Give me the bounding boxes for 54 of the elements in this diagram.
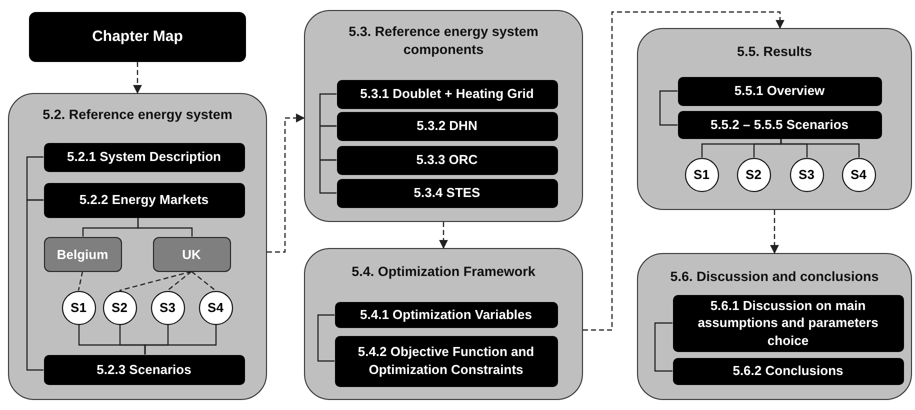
connector-line [319,159,336,194]
connector-line [319,125,336,161]
section-box: 5.4.2 Objective Function and Optimization Constraints [334,336,558,386]
scenario-circle: S1 [62,290,96,324]
section-box: 5.3.4 STES [336,178,558,208]
section-box: 5.3.1 Doublet + Heating Grid [336,80,558,108]
panel-heading: 5.2. Reference energy system [42,106,234,124]
section-box: 5.3.3 ORC [336,146,558,174]
connector-line [144,324,217,354]
section-box: 5.2.2 Energy Markets [44,182,244,218]
chapter-panel [8,93,267,400]
section-box: 5.5.1 Overview [678,76,882,106]
chapter-panel [304,248,583,400]
scenario-circle: S2 [102,290,136,324]
market-box: UK [152,236,230,272]
arrow [133,62,142,94]
section-box: 5.4.1 Optimization Variables [334,302,558,328]
connector-line [654,322,672,372]
connector-line [780,138,860,158]
connector-line [317,314,334,362]
chapter-panel [304,10,583,222]
panel-heading: 5.3. Reference energy system components [348,23,540,60]
connector-line [26,156,44,201]
connector-line [191,271,216,291]
scenario-circle: S3 [150,290,184,324]
market-box: Belgium [44,236,122,272]
scenario-circle: S2 [736,158,770,192]
connector-line [659,90,678,126]
arrow [583,11,784,331]
panel-heading: 5.4. Optimization Framework [350,263,536,281]
section-box: 5.2.1 System Description [44,142,244,172]
section-box: 5.2.3 Scenarios [44,354,244,384]
connector-line [167,271,192,291]
connector-line [319,93,336,127]
chapter-panel [637,28,912,210]
arrow [267,114,305,253]
section-box: 5.6.2 Conclusions [672,358,904,384]
connector-line [119,270,192,292]
arrow [439,222,448,249]
chapter-panel [637,253,912,400]
connector-line [137,218,193,236]
section-box: 5.6.1 Discussion on main assumptions and parameters choice [672,294,904,352]
title-box: Chapter Map [29,12,246,62]
scenario-circle: S4 [198,290,232,324]
connector-line [26,199,44,371]
arrow [770,210,779,254]
panel-heading: 5.6. Discussion and conclusions [669,268,880,286]
panel-heading: 5.5. Results [736,43,814,61]
scenario-circle: S1 [684,158,718,192]
scenario-circle: S3 [790,158,824,192]
connector-line [78,271,84,291]
section-box: 5.3.2 DHN [336,112,558,140]
section-box: 5.5.2 – 5.5.5 Scenarios [678,110,882,138]
scenario-circle: S4 [842,158,876,192]
